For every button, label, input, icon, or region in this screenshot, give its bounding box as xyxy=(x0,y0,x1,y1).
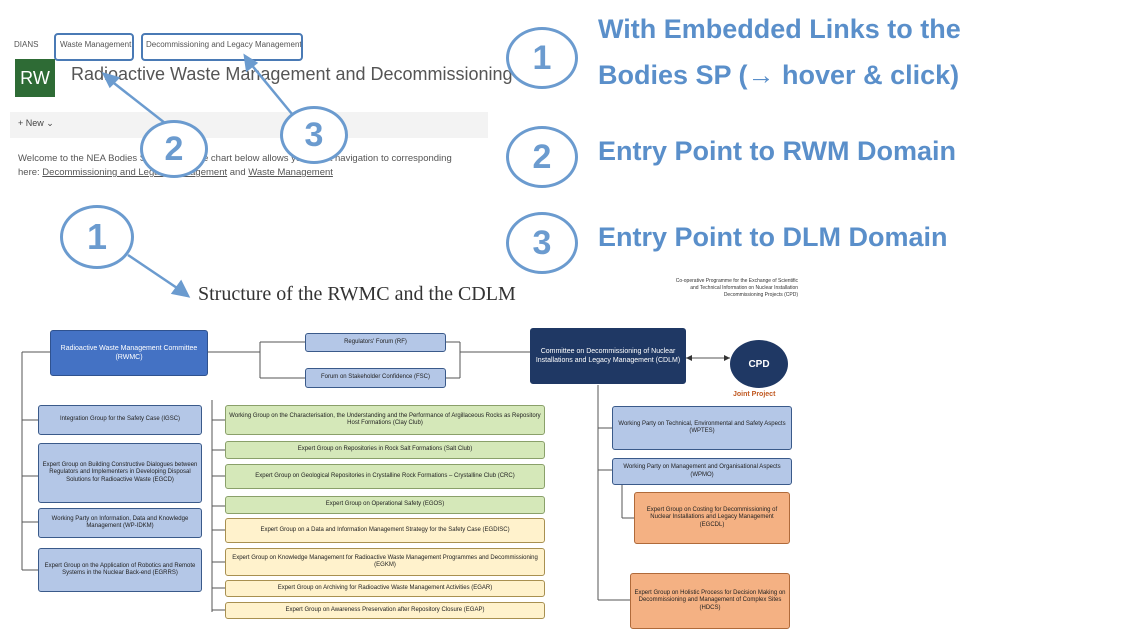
welcome-text: Welcome to the NEA Bodies SharePoint. Th… xyxy=(18,152,488,180)
cdlm-box[interactable]: Committee on Decommissioning of Nuclear … xyxy=(530,328,686,384)
hdcs-box[interactable]: Expert Group on Holistic Process for Dec… xyxy=(630,573,790,629)
clay-club-box[interactable]: Working Group on the Characterisation, t… xyxy=(225,405,545,435)
callout-1-icon: 1 xyxy=(506,27,578,89)
marker-2-icon: 2 xyxy=(140,120,208,178)
egap-box[interactable]: Expert Group on Awareness Preservation a… xyxy=(225,602,545,619)
welcome-line-1: Welcome to the NEA Bodies SharePoint. Th… xyxy=(18,153,452,164)
marker-1-icon: 1 xyxy=(60,205,134,269)
command-bar xyxy=(10,112,488,138)
cpd-node[interactable]: CPD xyxy=(730,340,788,388)
breadcrumb-home[interactable]: DIANS xyxy=(14,40,39,49)
wpidkm-box[interactable]: Working Party on Information, Data and K… xyxy=(38,508,202,538)
welcome-link-waste[interactable]: Waste Management xyxy=(248,167,333,178)
rf-box[interactable]: Regulators' Forum (RF) xyxy=(305,333,446,352)
highlight-box-waste xyxy=(54,33,134,61)
welcome-and: and xyxy=(229,167,246,178)
breadcrumb-decommissioning[interactable]: Decommissioning and Legacy Management xyxy=(146,40,302,49)
egos-box[interactable]: Expert Group on Operational Safety (EGOS… xyxy=(225,496,545,514)
callout-3-number: 3 xyxy=(532,223,552,262)
callout-2-icon: 2 xyxy=(506,126,578,188)
new-button[interactable]: + New ⌄ xyxy=(18,118,54,128)
welcome-link-decom[interactable]: Decommissioning and Legacy Management xyxy=(42,167,228,178)
callout-1-number: 1 xyxy=(532,38,552,77)
salt-club-box[interactable]: Expert Group on Repositories in Rock Sal… xyxy=(225,441,545,459)
site-title[interactable]: Radioactive Waste Management and Decommi… xyxy=(71,64,513,84)
egcd-box[interactable]: Expert Group on Building Constructive Di… xyxy=(38,443,202,503)
fsc-box[interactable]: Forum on Stakeholder Confidence (FSC) xyxy=(305,368,446,388)
marker-2-label: 2 xyxy=(164,129,184,168)
egar-box[interactable]: Expert Group on Archiving for Radioactiv… xyxy=(225,580,545,597)
egkm-box[interactable]: Expert Group on Knowledge Management for… xyxy=(225,548,545,576)
chart-title: Structure of the RWMC and the CDLM xyxy=(198,283,516,305)
marker-1-label: 1 xyxy=(86,216,108,257)
egrrs-box[interactable]: Expert Group on the Application of Robot… xyxy=(38,548,202,592)
marker-3-icon: 3 xyxy=(280,106,348,164)
wpmo-box[interactable]: Working Party on Management and Organisa… xyxy=(612,458,792,485)
welcome-prefix: here: xyxy=(18,167,40,178)
site-logo[interactable]: RW xyxy=(15,59,55,97)
joint-project-label: Joint Project xyxy=(733,391,776,398)
wptes-box[interactable]: Working Party on Technical, Environmenta… xyxy=(612,406,792,450)
callout-1-line-1: With Embedded Links to the xyxy=(598,14,961,44)
marker-3-label: 3 xyxy=(304,115,324,154)
callout-2-text: Entry Point to RWM Domain xyxy=(598,136,956,166)
rwmc-box[interactable]: Radioactive Waste Management Committee (… xyxy=(50,330,208,376)
callout-3-icon: 3 xyxy=(506,212,578,274)
crc-box[interactable]: Expert Group on Geological Repositories … xyxy=(225,464,545,489)
cpd-description: Co-operative Programme for the Exchange … xyxy=(675,278,798,298)
egcdl-box[interactable]: Expert Group on Costing for Decommission… xyxy=(634,492,790,544)
callout-3-text: Entry Point to DLM Domain xyxy=(598,222,948,252)
breadcrumb-waste-management[interactable]: Waste Management xyxy=(60,40,132,49)
egdisc-box[interactable]: Expert Group on a Data and Information M… xyxy=(225,518,545,543)
callout-1-line-2: Bodies SP (→ hover & click) xyxy=(598,60,960,90)
igsc-box[interactable]: Integration Group for the Safety Case (I… xyxy=(38,405,202,435)
callout-2-number: 2 xyxy=(532,137,552,176)
highlight-box-decom xyxy=(141,33,303,61)
